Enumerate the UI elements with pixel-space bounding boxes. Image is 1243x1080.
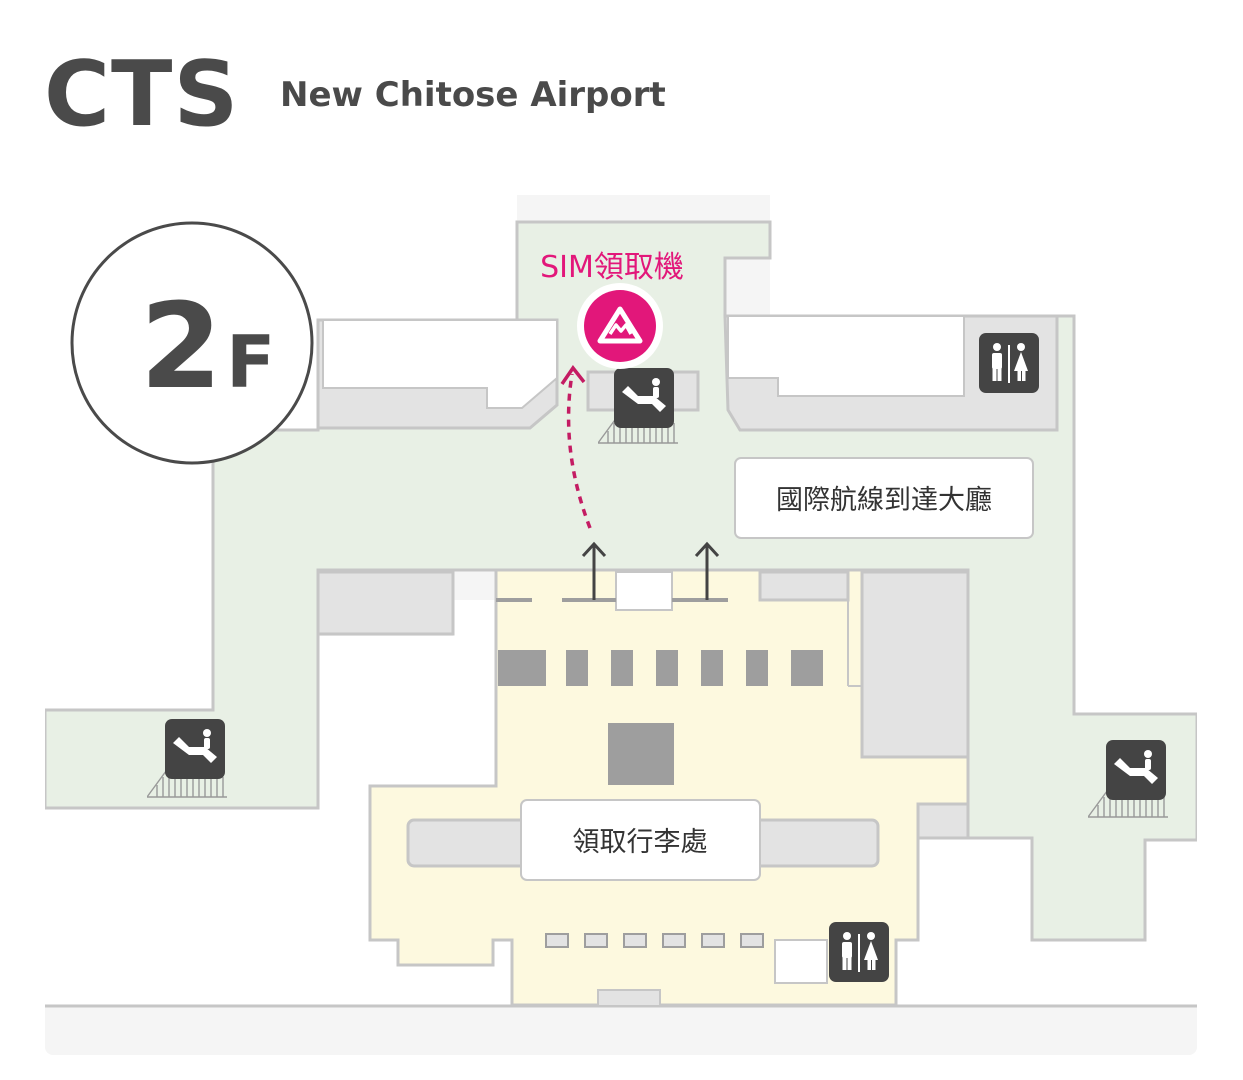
header: CTS New Chitose Airport — [0, 0, 1243, 170]
sim-pickup-label: SIM領取機 — [540, 250, 684, 285]
arrival-lobby-label-box — [734, 457, 1034, 539]
gate-bar-2 — [562, 598, 616, 602]
gate-bar-1 — [496, 598, 532, 602]
locker — [662, 933, 686, 948]
locker — [701, 933, 725, 948]
block-right-small — [916, 802, 970, 840]
locker — [740, 933, 764, 948]
baggage-claim-label: 領取行李處 — [573, 827, 708, 858]
floor-number: 2 — [140, 277, 222, 415]
route-arrowhead — [560, 365, 586, 385]
restroom-icon — [829, 922, 889, 982]
locker-row — [545, 933, 764, 948]
outside-area-bottom-left — [45, 600, 512, 1005]
svg-text:2F: 2F — [140, 277, 275, 415]
counter — [498, 650, 546, 686]
counter — [566, 650, 588, 686]
escalator-icon — [165, 719, 225, 779]
counter — [746, 650, 768, 686]
counter — [791, 650, 823, 686]
block-right-of-hall — [860, 570, 970, 759]
route-path — [566, 373, 592, 529]
outside-area-bottom-right — [896, 838, 1197, 1005]
counter — [611, 650, 633, 686]
entrance-box — [615, 571, 673, 611]
airport-code: CTS — [44, 42, 240, 147]
bottom-exit-block — [597, 989, 661, 1007]
block-left-of-hall — [316, 570, 455, 636]
center-block — [608, 723, 674, 785]
gate-bar-3 — [672, 598, 728, 602]
floor-map-svg: SIM領取機 國際航線到達大廳 領取行李處 2F — [45, 195, 1197, 1055]
arrival-lobby-label: 國際航線到達大廳 — [776, 485, 992, 516]
escalator-icon — [1106, 740, 1166, 800]
escalator-icon — [614, 368, 674, 428]
locker — [584, 933, 608, 948]
locker — [623, 933, 647, 948]
bottom-room — [774, 939, 828, 984]
locker — [545, 933, 569, 948]
block-hall-top-right — [758, 570, 850, 602]
shop-upper-right — [727, 315, 965, 397]
counter — [701, 650, 723, 686]
mountain-logo-icon[interactable] — [577, 283, 663, 369]
airport-name: New Chitose Airport — [280, 75, 666, 115]
shop-upper-left — [322, 319, 558, 409]
inspection-counters — [498, 650, 823, 785]
floor-badge: 2F — [70, 221, 314, 465]
restroom-icon — [979, 333, 1039, 393]
counter — [656, 650, 678, 686]
outside-area-right — [725, 195, 1197, 714]
floor-map: SIM領取機 國際航線到達大廳 領取行李處 2F — [45, 195, 1197, 1055]
baggage-claim-label-box — [520, 799, 761, 881]
floor-suffix: F — [226, 320, 275, 404]
